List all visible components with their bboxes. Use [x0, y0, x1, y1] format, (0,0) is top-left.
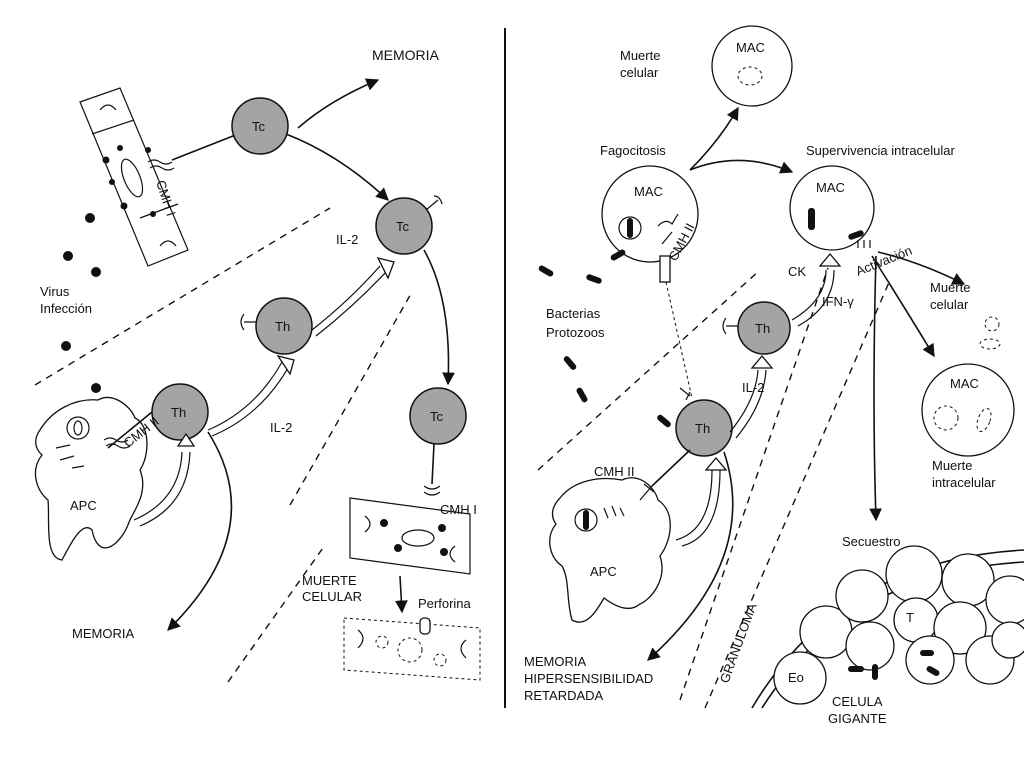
apc-label-right: APC: [590, 564, 617, 579]
arrow-act-secuestro: [869, 255, 883, 522]
muerte-celular-right-line1: Muerte: [930, 280, 970, 295]
il2-label-top: IL-2: [336, 232, 358, 247]
arrow-cell-death: [394, 575, 408, 614]
tc-cell-1: [231, 97, 289, 155]
memoria-top-label: MEMORIA: [372, 47, 440, 63]
th-cell-left-2-label: Th: [171, 405, 186, 420]
t-label: T: [906, 610, 914, 625]
muerte-celular-right-line2: celular: [930, 297, 969, 312]
arrow-fago-muerte: [689, 106, 739, 171]
il2-arrow-th-tc-head: [376, 257, 395, 280]
memoria-right-line2: HIPERSENSIBILIDAD: [524, 671, 653, 686]
right-dashed-line-1: [537, 269, 761, 471]
cmh2-label-apc-right: CMH II: [594, 464, 634, 479]
il2-arrow-th-th-a: [207, 361, 283, 431]
bacteria-particles: [538, 249, 1001, 428]
left-dashed-line-2: [289, 291, 413, 506]
arrow-tc1-tc2: [285, 133, 389, 201]
apc-label-left: APC: [70, 498, 97, 513]
granuloma-label: GRANULOMA: [717, 601, 760, 685]
th-cell-right-2-label: Th: [695, 421, 710, 436]
supervivencia-label: Supervivencia intracelular: [806, 143, 956, 158]
target-cell-bottom: [349, 443, 471, 575]
th-mac-dotted-link: [665, 281, 693, 399]
apc-cell-left: [34, 396, 148, 561]
th-cell-left-1: [255, 297, 313, 355]
il2-arrow-th-tc-a: [311, 265, 381, 331]
mac-fagocitosis-particles: [657, 213, 679, 245]
apc-th-arrow-a: [133, 451, 183, 521]
th-cell-right-1-label: Th: [755, 321, 770, 336]
arrow-tc-memoria: [297, 78, 380, 129]
right-dashed-line-2: [679, 267, 829, 701]
arrow-tc2-tc3: [423, 249, 455, 386]
apc-right-contents: [574, 449, 691, 532]
bacterias-label-line2: Protozoos: [546, 325, 605, 340]
left-dashed-line-3: [227, 544, 326, 683]
tc-cell-3: [409, 387, 467, 445]
tc-cell-2-label: Tc: [396, 219, 410, 234]
secuestro-label: Secuestro: [842, 534, 901, 549]
tc-cell-1-label: Tc: [252, 119, 266, 134]
apc-left-contents: [55, 411, 153, 469]
celula-gigante-line2: GIGANTE: [828, 711, 887, 726]
th-cell-right-2: [675, 399, 733, 457]
muerte-label-line2: CELULAR: [302, 589, 362, 604]
granuloma: [751, 545, 1024, 709]
cmh1-label-bottom: CMH I: [440, 502, 477, 517]
virus-label-line2: Infección: [40, 301, 92, 316]
th-cell-left-1-label: Th: [275, 319, 290, 334]
infected-cell-strip: [79, 87, 189, 267]
cmh2-receptor-mac: [659, 255, 671, 283]
virus-particles: [61, 213, 101, 393]
muerte-label-line1: MUERTE: [302, 573, 357, 588]
tc2-receptor: [425, 195, 443, 211]
celula-gigante-line1: CELULA: [832, 694, 883, 709]
arrow-fago-supervivencia: [689, 159, 794, 174]
il2-arrow-th-th-head: [276, 354, 295, 376]
apc-cell-right: [549, 477, 671, 623]
memoria-right-line1: MEMORIA: [524, 654, 586, 669]
th-cell-right-1: [737, 301, 791, 355]
arrow-th-memoria-right: [647, 451, 734, 661]
tc-cell-3-label: Tc: [430, 409, 444, 424]
th1-receptor: [240, 313, 256, 331]
mac-label-supervivencia: MAC: [816, 180, 845, 195]
il2-right-arrow-head: [750, 354, 774, 369]
ifn-label: IFN-γ: [822, 294, 854, 309]
memoria-bottom-label: MEMORIA: [72, 626, 134, 641]
perforina-label: Perforina: [418, 596, 472, 611]
left-dashed-line-1: [34, 207, 331, 386]
il2-right-label: IL-2: [742, 380, 764, 395]
arrow-th-memoria: [167, 431, 233, 631]
arrow-act-muerte: [877, 251, 966, 285]
mac-top-debris: [737, 66, 763, 86]
muerte-intra-line1: Muerte: [932, 458, 972, 473]
cmh1-receptor-top: [147, 133, 239, 171]
mac-label-fagocitosis: MAC: [634, 184, 663, 199]
mac-cell-intracelular: [921, 363, 1015, 457]
bacterias-label-line1: Bacterias: [546, 306, 601, 321]
muerte-celular-top-line1: Muerte: [620, 48, 660, 63]
mac-label-top: MAC: [736, 40, 765, 55]
mac-label-intracelular: MAC: [950, 376, 979, 391]
memoria-right-line3: RETARDADA: [524, 688, 604, 703]
tc-cell-2: [375, 197, 433, 255]
muerte-intra-line2: intracelular: [932, 475, 996, 490]
virus-label-line1: Virus: [40, 284, 70, 299]
eo-label: Eo: [788, 670, 804, 685]
arrow-act-intra: [871, 255, 935, 358]
ck-arrow-head: [818, 252, 842, 267]
apc-th-arrow-head: [176, 432, 196, 447]
ck-label: CK: [788, 264, 806, 279]
mac-cell-top: [711, 25, 793, 107]
dying-cell-bottom: [343, 617, 481, 681]
il2-label-bottom: IL-2: [270, 420, 292, 435]
muerte-celular-top-line2: celular: [620, 65, 659, 80]
apc-th-right-arrow-head: [704, 456, 728, 471]
mac-cell-supervivencia: [789, 165, 875, 251]
fagocitosis-label: Fagocitosis: [600, 143, 666, 158]
